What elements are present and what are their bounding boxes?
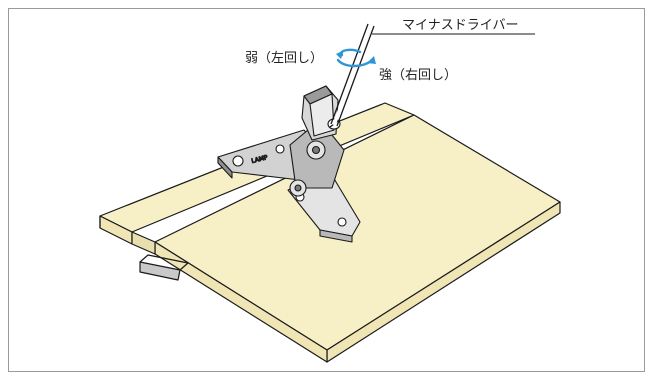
base-screw-hole-2: [337, 217, 347, 227]
screwdriver-shaft-fill: [332, 24, 373, 126]
screwdriver-label: マイナスドライバー: [402, 18, 518, 33]
channel-floor: [131, 231, 156, 255]
arm-rivet-right: [275, 144, 285, 154]
rotation-arrowhead-left: [336, 50, 344, 59]
cabinet-hinge-icon: LAMP: [217, 85, 361, 243]
hinge-logo: LAMP: [251, 154, 269, 165]
flathead-screwdriver-icon: [330, 23, 375, 127]
hinge-base-front: [319, 229, 353, 243]
screwdriver-shaft-left: [330, 23, 369, 125]
channel-strip-side: [139, 254, 189, 271]
link-pivot-lower-inner: [294, 184, 302, 192]
cabinet-panel: [99, 102, 561, 363]
diagram-frame: [8, 8, 645, 372]
screwdriver-shaft-right: [336, 25, 375, 127]
hinge-arm-side: [217, 156, 233, 179]
strong-rotation-label: 強（右回し）: [379, 68, 457, 83]
weak-rotation-label: 弱（左回し）: [245, 51, 323, 66]
channel-strip: [139, 261, 181, 281]
arm-rivet-left: [232, 155, 244, 167]
right-board-top: [154, 114, 561, 351]
rotation-arrow-icon: [336, 48, 376, 68]
link-pivot-main-inner: [311, 145, 321, 155]
rotation-arrowhead-right: [367, 56, 376, 64]
